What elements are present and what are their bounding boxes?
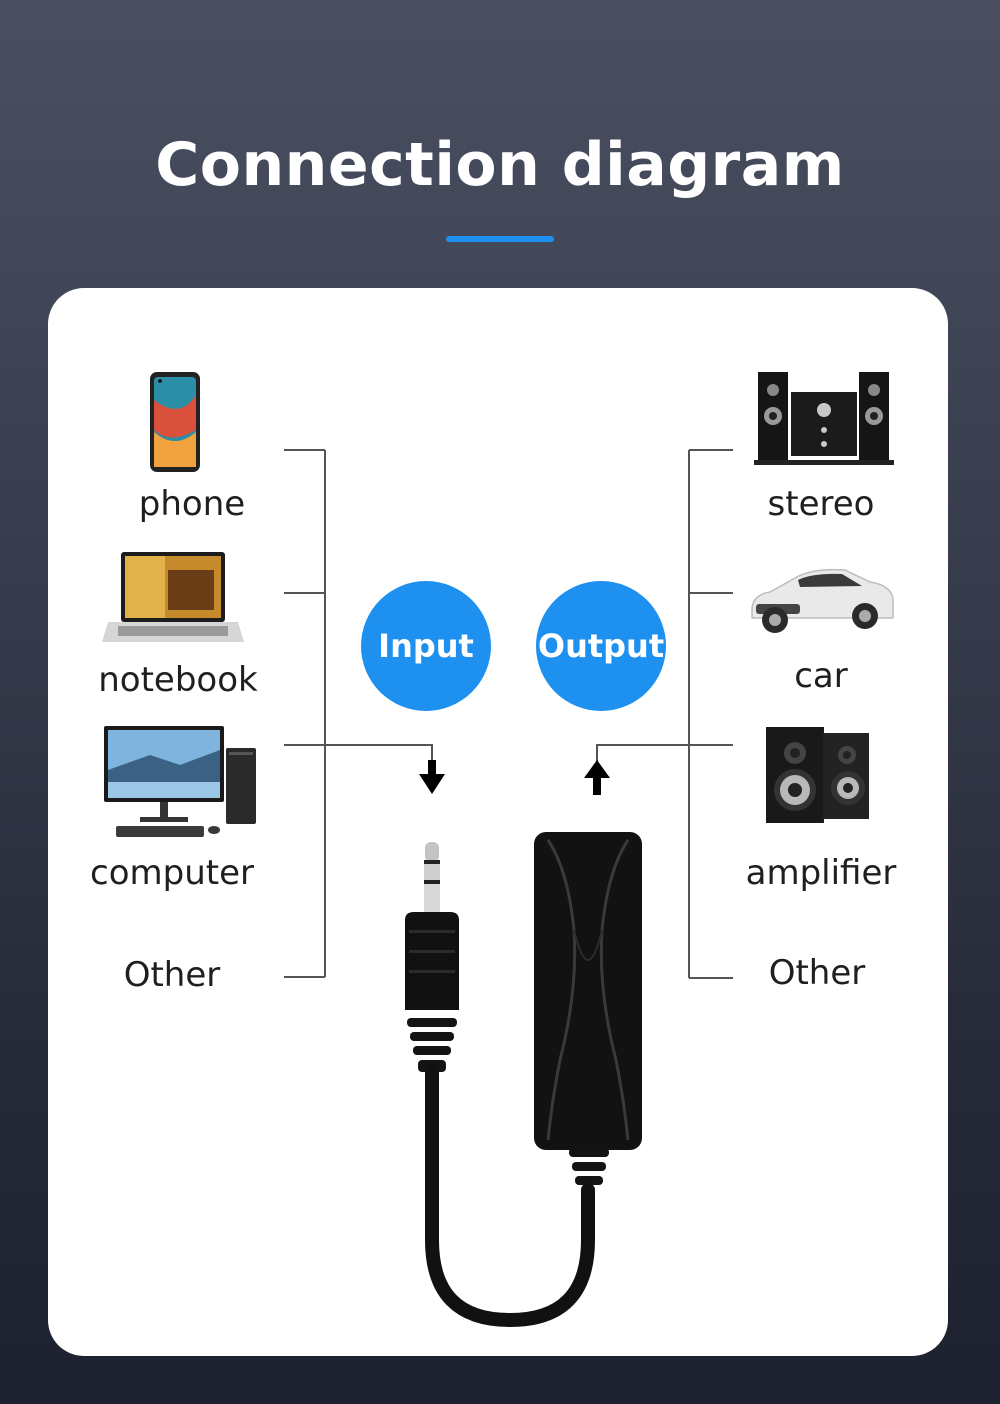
speakers-icon <box>766 727 869 823</box>
output-arrow-icon <box>584 760 610 795</box>
page-title: Connection diagram <box>155 130 845 200</box>
output-label-stereo: stereo <box>767 484 875 524</box>
isolator-box-icon <box>534 832 642 1185</box>
input-arrow-icon <box>419 760 445 794</box>
input-badge: Input <box>361 581 491 711</box>
laptop-icon <box>102 552 244 642</box>
phone-icon <box>150 372 200 472</box>
output-label-other: Other <box>768 953 866 993</box>
input-label-other: Other <box>123 955 221 995</box>
input-label-notebook: notebook <box>98 660 258 700</box>
output-label-amplifier: amplifier <box>745 853 897 893</box>
input-label-phone: phone <box>138 484 246 524</box>
output-badge: Output <box>536 581 666 711</box>
audio-jack-plug-icon <box>405 842 459 1072</box>
title-underline <box>446 236 554 242</box>
desktop-computer-icon <box>104 726 256 837</box>
cable <box>425 1063 595 1328</box>
car-icon <box>751 568 894 633</box>
input-label-computer: computer <box>90 853 254 893</box>
output-label-car: car <box>794 656 848 696</box>
stereo-system-icon <box>754 372 894 465</box>
